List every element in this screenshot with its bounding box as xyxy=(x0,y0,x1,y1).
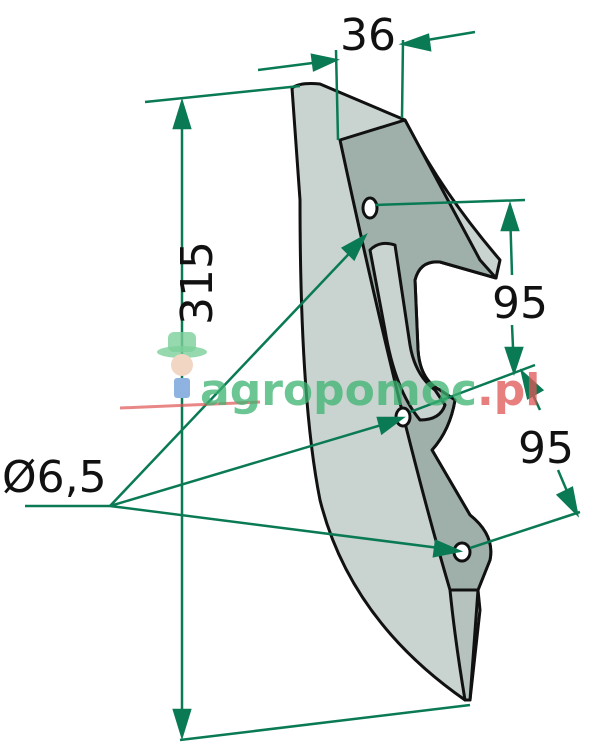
hole-1 xyxy=(361,196,379,220)
watermark-text: agropomoc.pl xyxy=(200,365,540,416)
dim-hole-diameter: Ø6,5 xyxy=(2,452,107,503)
dim-hole-spacing-2: 95 xyxy=(518,423,574,474)
dim-height: 315 xyxy=(172,241,223,325)
dim-width: 36 xyxy=(340,10,396,61)
farmer-mascot-icon xyxy=(157,332,207,398)
watermark: agropomoc.pl xyxy=(119,332,540,416)
dimension-lines xyxy=(25,30,581,742)
dim-hole-spacing-1: 95 xyxy=(492,278,548,329)
